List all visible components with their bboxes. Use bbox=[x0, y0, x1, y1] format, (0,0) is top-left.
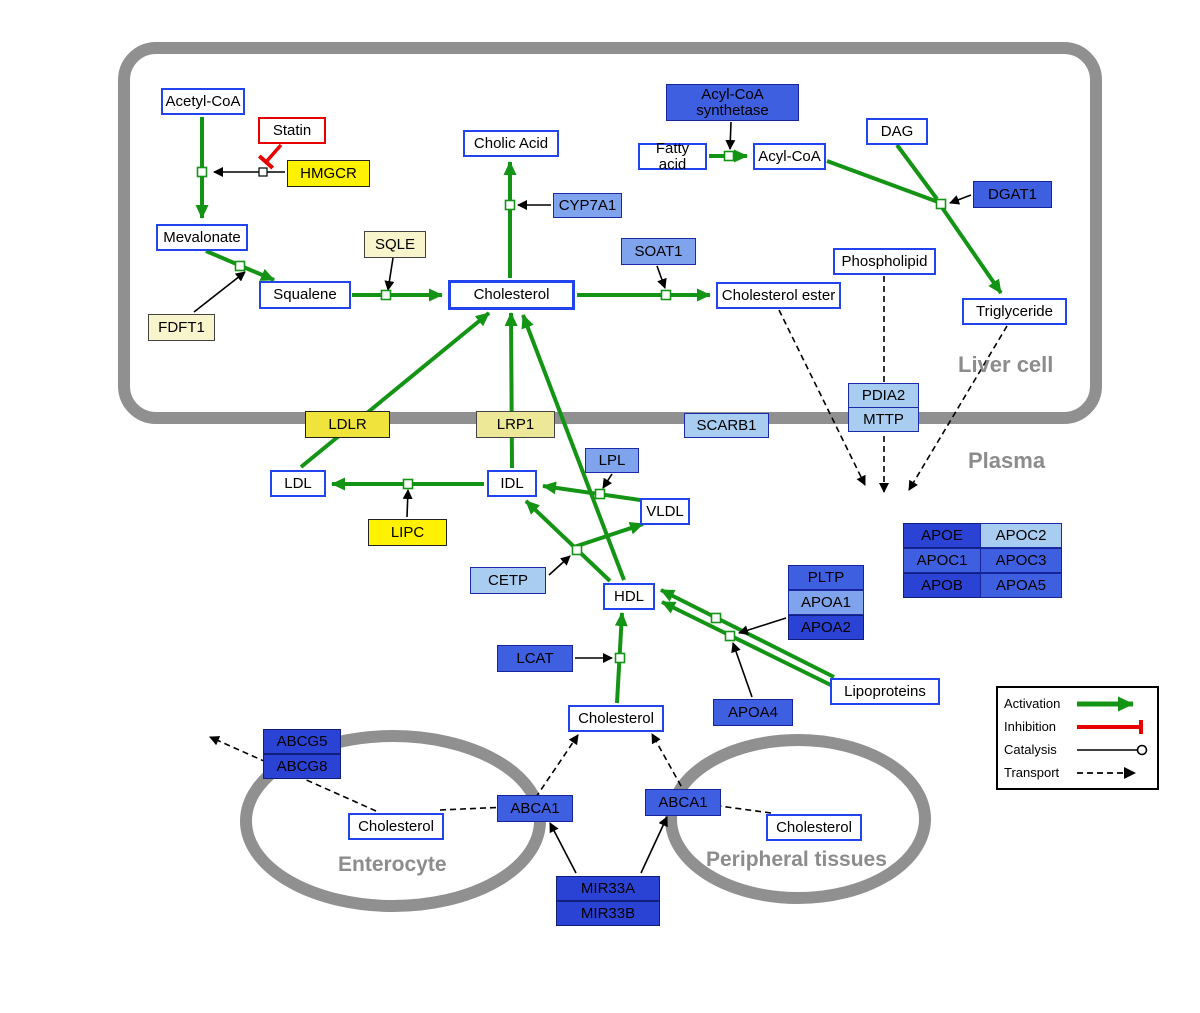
edge-triglyceride-plasma bbox=[908, 325, 1008, 491]
node-cholesterol-peripheral[interactable]: Cholesterol bbox=[766, 814, 862, 841]
legend-transport-label: Transport bbox=[1004, 765, 1060, 780]
edge-fdft1-catalysis bbox=[193, 271, 246, 313]
peripheral-tissues-label: Peripheral tissues bbox=[706, 848, 887, 871]
edge-cetp-catalysis bbox=[548, 555, 571, 576]
node-cholesterol-ester[interactable]: Cholesterol ester bbox=[716, 282, 841, 309]
node-apoa4[interactable]: APOA4 bbox=[713, 699, 793, 726]
node-statin[interactable]: Statin bbox=[258, 117, 326, 144]
node-lpl[interactable]: LPL bbox=[585, 448, 639, 473]
reaction-nodes bbox=[196, 150, 947, 664]
enterocyte-label: Enterocyte bbox=[338, 853, 447, 876]
edge-acylcoasynthetase-catalysis bbox=[725, 121, 736, 150]
catalysis-edges bbox=[193, 121, 972, 874]
node-lcat[interactable]: LCAT bbox=[497, 645, 573, 672]
node-apoc3[interactable]: APOC3 bbox=[980, 548, 1062, 573]
edge-lipc-catalysis bbox=[402, 489, 413, 518]
node-cholesterol-liver[interactable]: Cholesterol bbox=[448, 280, 575, 310]
node-squalene[interactable]: Squalene bbox=[259, 281, 351, 309]
node-abcg8[interactable]: ABCG8 bbox=[263, 754, 341, 779]
node-scarb1[interactable]: SCARB1 bbox=[684, 413, 769, 438]
edge-apoagroup-catalysis bbox=[738, 617, 787, 636]
node-abcg5[interactable]: ABCG5 bbox=[263, 729, 341, 754]
catalysis-anchor-square bbox=[258, 167, 268, 177]
edge-mir33-abca1-right bbox=[640, 816, 668, 874]
legend-row-activation: Activation bbox=[1004, 692, 1151, 715]
node-apoa1[interactable]: APOA1 bbox=[788, 590, 864, 615]
legend-inhibition-label: Inhibition bbox=[1004, 719, 1057, 734]
node-apoa5[interactable]: APOA5 bbox=[980, 573, 1062, 598]
node-lipoproteins[interactable]: Lipoproteins bbox=[830, 678, 940, 705]
edge-dgat1-catalysis bbox=[949, 194, 972, 205]
edge-dgatnode-triglyceride bbox=[939, 204, 1003, 295]
legend: Activation Inhibition Catalysis Transpor… bbox=[996, 686, 1159, 790]
legend-row-transport: Transport bbox=[1004, 761, 1151, 784]
node-abca1-peripheral[interactable]: ABCA1 bbox=[645, 789, 721, 816]
node-triglyceride[interactable]: Triglyceride bbox=[962, 298, 1067, 325]
edge-idl-cholesterol-via-lrp1 bbox=[504, 312, 518, 469]
edge-apoa4-catalysis bbox=[731, 642, 753, 698]
node-dag[interactable]: DAG bbox=[866, 118, 928, 145]
edge-statin-inhibits-hmgcr bbox=[257, 143, 283, 170]
node-ldl[interactable]: LDL bbox=[270, 470, 326, 497]
node-cholesterol-enterocyte[interactable]: Cholesterol bbox=[348, 813, 444, 840]
node-cholic-acid[interactable]: Cholic Acid bbox=[463, 130, 559, 157]
node-acyl-coa[interactable]: Acyl-CoA bbox=[753, 143, 826, 170]
node-acyl-coa-synthetase[interactable]: Acyl-CoA synthetase bbox=[666, 84, 799, 121]
edge-sqle-catalysis bbox=[384, 257, 395, 291]
node-pdia2[interactable]: PDIA2 bbox=[848, 383, 919, 408]
node-dgat1[interactable]: DGAT1 bbox=[973, 181, 1052, 208]
node-ldlr[interactable]: LDLR bbox=[305, 411, 390, 438]
node-apob[interactable]: APOB bbox=[903, 573, 981, 598]
node-apoc1[interactable]: APOC1 bbox=[903, 548, 981, 573]
node-idl[interactable]: IDL bbox=[487, 470, 537, 497]
liver-cell-label: Liver cell bbox=[958, 352, 1054, 377]
edge-dag-dgatnode bbox=[895, 143, 939, 201]
node-abca1-enterocyte[interactable]: ABCA1 bbox=[497, 795, 573, 822]
edge-lpl-catalysis bbox=[602, 473, 613, 489]
node-cetp[interactable]: CETP bbox=[470, 567, 546, 594]
node-acetyl-coa[interactable]: Acetyl-CoA bbox=[161, 88, 245, 115]
node-mevalonate[interactable]: Mevalonate bbox=[156, 224, 248, 251]
node-sqle[interactable]: SQLE bbox=[364, 231, 426, 258]
catalysis-circle-icon bbox=[1077, 744, 1148, 755]
node-mir33a[interactable]: MIR33A bbox=[556, 876, 660, 901]
node-cyp7a1[interactable]: CYP7A1 bbox=[553, 193, 622, 218]
activation-arrow-icon bbox=[1077, 696, 1134, 711]
legend-activation-label: Activation bbox=[1004, 696, 1061, 711]
node-soat1[interactable]: SOAT1 bbox=[621, 238, 696, 265]
node-fatty-acid[interactable]: Fatty acid bbox=[638, 140, 707, 172]
plasma-label: Plasma bbox=[968, 448, 1046, 473]
node-mir33b[interactable]: MIR33B bbox=[556, 901, 660, 926]
node-vldl[interactable]: VLDL bbox=[640, 498, 690, 525]
edge-mir33-abca1-left bbox=[549, 822, 577, 874]
node-pltp[interactable]: PLTP bbox=[788, 565, 864, 590]
legend-row-inhibition: Inhibition bbox=[1004, 715, 1151, 738]
edge-lipoproteins-hdl-2 bbox=[661, 600, 844, 693]
node-mttp[interactable]: MTTP bbox=[848, 407, 919, 432]
node-apoe[interactable]: APOE bbox=[903, 523, 981, 548]
transport-dashed-arrow-icon bbox=[1077, 766, 1136, 779]
legend-catalysis-label: Catalysis bbox=[1004, 742, 1057, 757]
edge-cholesterolester-plasma bbox=[778, 309, 866, 486]
edge-hdl-idl-via-cetp bbox=[524, 499, 612, 583]
node-apoc2[interactable]: APOC2 bbox=[980, 523, 1062, 548]
peripheral-tissues-membrane bbox=[665, 734, 931, 904]
node-apoa2[interactable]: APOA2 bbox=[788, 615, 864, 640]
edge-ldl-cholesterol-via-ldlr bbox=[299, 311, 491, 469]
edge-soat1-catalysis bbox=[656, 265, 667, 289]
node-hmgcr[interactable]: HMGCR bbox=[287, 160, 370, 187]
inhibition-tbar-icon bbox=[1077, 719, 1143, 734]
legend-row-catalysis: Catalysis bbox=[1004, 738, 1151, 761]
node-fdft1[interactable]: FDFT1 bbox=[148, 314, 215, 341]
liver-cell-membrane bbox=[118, 42, 1102, 424]
node-hdl[interactable]: HDL bbox=[603, 583, 655, 610]
node-cholesterol-plasma[interactable]: Cholesterol bbox=[568, 705, 664, 732]
node-lipc[interactable]: LIPC bbox=[368, 519, 447, 546]
edge-acylcoa-dgatnode bbox=[826, 159, 939, 204]
edge-cetpnode-vldl bbox=[573, 521, 644, 549]
node-lrp1[interactable]: LRP1 bbox=[476, 411, 555, 438]
node-phospholipid[interactable]: Phospholipid bbox=[833, 248, 936, 275]
inhibition-edges bbox=[257, 143, 283, 170]
